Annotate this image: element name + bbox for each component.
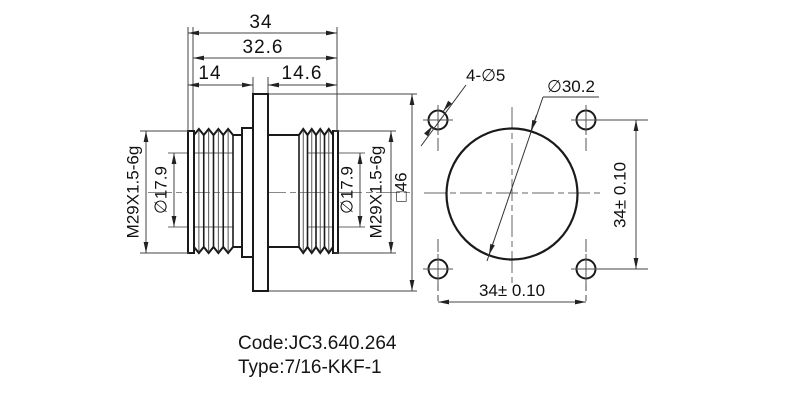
dim-hole-spacing-vertical: [597, 119, 648, 270]
part-code: Code:JC3.640.264: [238, 333, 397, 354]
flange-circle-outline: [445, 127, 579, 261]
dim-hole-spacing-horizontal: [437, 284, 587, 305]
bore-diameter-right-label: ∅17.9: [337, 166, 356, 214]
thread-spec-right-label: M29X1.5-6g: [366, 146, 385, 239]
hole-spacing-horizontal-label: 34± 0.10: [479, 281, 545, 300]
left-gasket-disc: [187, 130, 195, 254]
circle-callout-leader: [486, 96, 599, 262]
right-neck: [268, 134, 299, 248]
part-type: Type:7/16-KKF-1: [238, 357, 382, 378]
dim-right-length-label: 14.6: [282, 63, 323, 84]
left-neck: [233, 134, 242, 248]
thread-spec-left-label: M29X1.5-6g: [123, 146, 142, 239]
hole-spacing-vertical-label: 34± 0.10: [610, 162, 629, 228]
circle-diameter-label: ∅30.2: [547, 77, 595, 96]
flange-ring: [241, 127, 254, 258]
mounting-holes-label: 4-∅5: [466, 66, 505, 85]
right-thread-section: [298, 127, 334, 255]
holes-callout-leader: [420, 84, 467, 147]
dim-body-width-label: 32.6: [243, 37, 284, 58]
dim-total-width-label: 34: [249, 12, 272, 33]
circle-centerlines: [424, 107, 601, 283]
dim-left-length-label: 14: [198, 63, 221, 84]
title-block: Code:JC3.640.264 Type:7/16-KKF-1: [238, 333, 397, 378]
side-view-dimensions: [140, 27, 417, 292]
flange-square-label: □46: [391, 172, 410, 201]
hole-crosshairs: [423, 105, 601, 284]
bore-diameter-left-label: ∅17.9: [151, 166, 170, 214]
flange: [252, 93, 269, 292]
side-view: [148, 93, 414, 292]
front-view: [420, 84, 648, 305]
left-thread-section: [193, 127, 234, 255]
